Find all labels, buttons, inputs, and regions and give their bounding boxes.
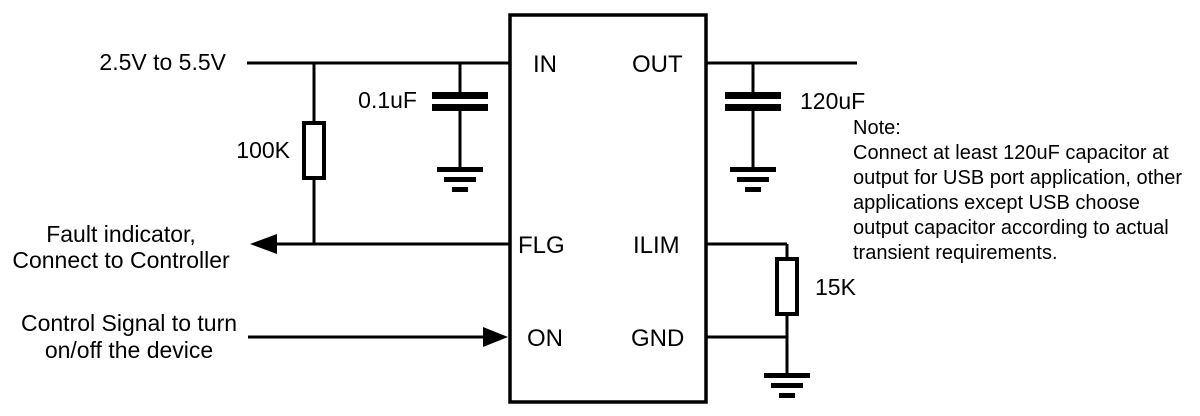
output-net: 120uF — [706, 61, 865, 192]
input-power-net: 2.5V to 5.5V — [99, 49, 510, 75]
input-cap-label: 0.1uF — [358, 87, 417, 113]
pin-label-ilim: ILIM — [633, 232, 680, 259]
output-cap-plate-top — [725, 92, 781, 99]
output-cap-label: 120uF — [800, 88, 865, 114]
pin-label-on: ON — [527, 325, 563, 352]
right-arrowhead-icon — [483, 327, 508, 347]
input-capacitor: 0.1uF — [358, 63, 488, 192]
output-ground-icon — [730, 167, 776, 192]
pin-label-flg: FLG — [518, 232, 565, 259]
fault-annotation-line2: Connect to Controller — [12, 247, 230, 273]
pullup-resistor: 100K — [236, 63, 326, 245]
ic-body — [508, 13, 708, 404]
note-line-1: Connect at least 120uF capacitor at — [853, 142, 1169, 164]
output-cap-plate-bottom — [725, 104, 781, 111]
on-net: Control Signal to turn on/off the device — [21, 310, 508, 363]
note-heading: Note: — [853, 117, 901, 139]
note-block: Note: Connect at least 120uF capacitor a… — [853, 117, 1182, 264]
left-arrowhead-icon — [250, 234, 277, 254]
ilim-resistor-symbol — [775, 257, 799, 316]
control-annotation-line1: Control Signal to turn — [21, 310, 237, 336]
input-voltage-label: 2.5V to 5.5V — [99, 49, 226, 75]
pin-label-gnd: GND — [631, 325, 684, 352]
ilim-net: 15K — [706, 242, 857, 398]
control-annotation-line2: on/off the device — [45, 337, 213, 363]
pullup-resistor-label: 100K — [236, 137, 290, 163]
pullup-resistor-symbol — [302, 121, 326, 180]
ilim-ground-icon — [764, 373, 810, 398]
fault-annotation-line1: Fault indicator, — [46, 221, 196, 247]
pin-label-out: OUT — [632, 51, 683, 78]
note-line-4: output capacitor according to actual — [853, 217, 1169, 239]
input-ground-icon — [437, 167, 483, 192]
input-cap-plate-bottom — [432, 104, 488, 111]
note-line-3: applications except USB choose — [853, 192, 1140, 214]
note-line-2: output for USB port application, other — [853, 167, 1182, 189]
note-line-5: transient requirements. — [853, 242, 1058, 264]
ic-block: IN OUT FLG ILIM ON GND — [508, 13, 708, 404]
pin-label-in: IN — [533, 51, 557, 78]
input-cap-plate-top — [432, 92, 488, 99]
ilim-resistor-label: 15K — [815, 274, 857, 300]
flg-net: Fault indicator, Connect to Controller — [12, 221, 510, 273]
